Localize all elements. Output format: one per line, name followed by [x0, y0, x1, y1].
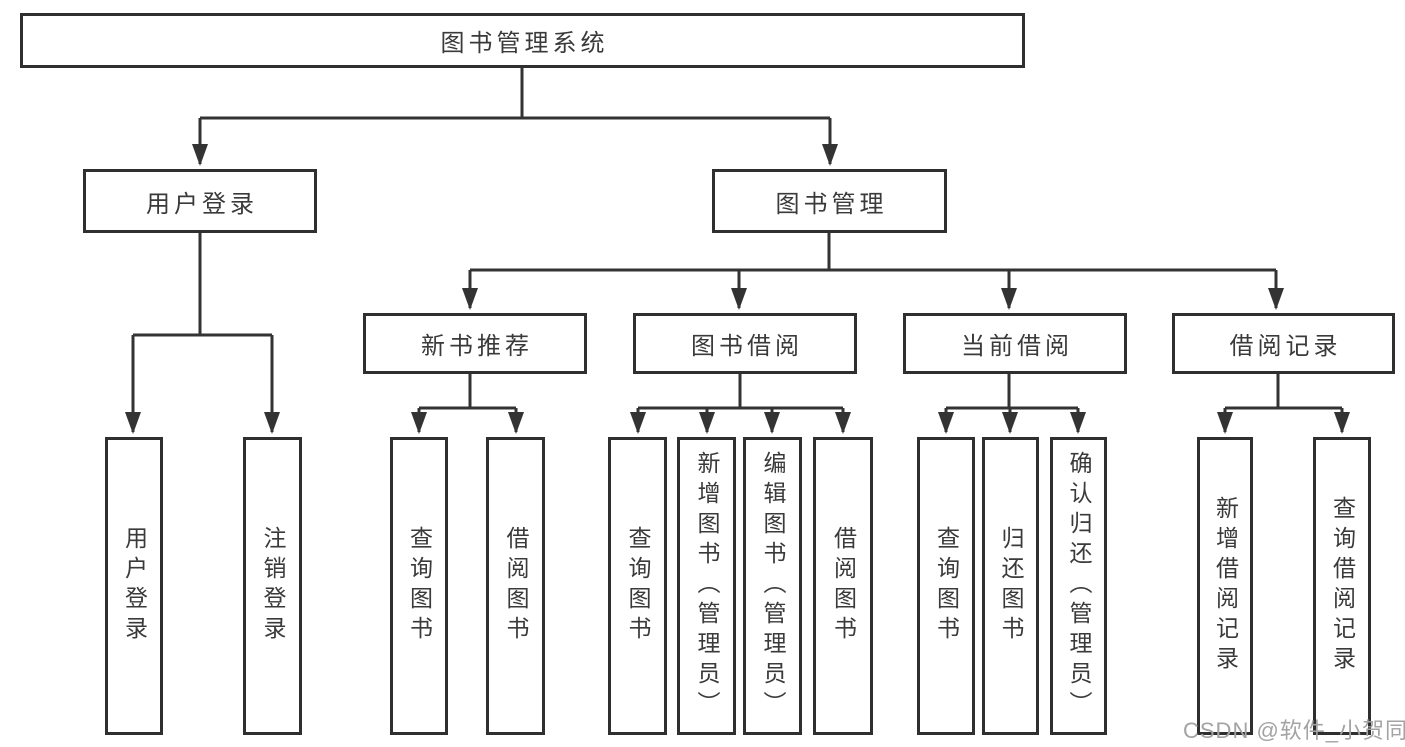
leaf-query-books-borrow-label: 查询图书: [625, 526, 651, 646]
node-book-management-label: 图书管理: [775, 190, 888, 218]
leaf-confirm-return-admin: 确认归还（管理员）: [1050, 437, 1107, 735]
leaf-borrow-books-borrow-label: 借阅图书: [830, 526, 857, 646]
leaf-logout: 注销登录: [243, 437, 302, 735]
leaf-add-books-admin: 新增图书（管理员）: [677, 437, 736, 735]
node-new-book-recommend: 新书推荐: [363, 313, 587, 374]
leaf-borrow-books-newbook: 借阅图书: [486, 437, 545, 735]
node-current-borrow: 当前借阅: [903, 313, 1127, 374]
node-book-management: 图书管理: [712, 169, 947, 233]
leaf-query-books-newbook: 查询图书: [390, 437, 448, 735]
leaf-add-books-admin-label: 新增图书（管理员）: [694, 451, 720, 721]
node-borrow-records-label: 借阅记录: [1229, 333, 1342, 360]
node-book-borrow: 图书借阅: [633, 313, 857, 374]
node-new-book-recommend-label: 新书推荐: [421, 333, 533, 360]
node-user-login: 用户登录: [83, 169, 317, 233]
leaf-return-books: 归还图书: [982, 437, 1039, 735]
node-user-login-label: 用户登录: [146, 190, 258, 218]
node-borrow-records: 借阅记录: [1172, 313, 1395, 374]
leaf-return-books-label: 归还图书: [998, 526, 1024, 646]
leaf-edit-books-admin: 编辑图书（管理员）: [743, 437, 802, 735]
node-root: 图书管理系统: [20, 13, 1025, 68]
node-current-borrow-label: 当前借阅: [961, 333, 1073, 360]
watermark: CSDN @软件_小贺同学: [1183, 718, 1405, 743]
leaf-query-books-current: 查询图书: [917, 437, 975, 735]
leaf-add-borrow-record: 新增借阅记录: [1197, 437, 1253, 735]
leaf-user-login-label: 用户登录: [121, 526, 148, 646]
leaf-query-books-current-label: 查询图书: [933, 526, 960, 646]
leaf-edit-books-admin-label: 编辑图书（管理员）: [760, 451, 786, 721]
leaf-borrow-books-newbook-label: 借阅图书: [503, 526, 529, 646]
node-book-borrow-label: 图书借阅: [691, 333, 803, 360]
leaf-query-books-newbook-label: 查询图书: [406, 526, 433, 646]
leaf-logout-label: 注销登录: [260, 526, 286, 646]
node-root-label: 图书管理系统: [440, 30, 609, 57]
leaf-query-books-borrow: 查询图书: [608, 437, 667, 735]
leaf-user-login: 用户登录: [105, 437, 163, 735]
leaf-query-borrow-record: 查询借阅记录: [1313, 437, 1371, 735]
leaf-borrow-books-borrow: 借阅图书: [813, 437, 873, 735]
leaf-add-borrow-record-label: 新增借阅记录: [1212, 496, 1239, 676]
leaf-query-borrow-record-label: 查询借阅记录: [1329, 496, 1356, 676]
leaf-confirm-return-admin-label: 确认归还（管理员）: [1066, 451, 1092, 721]
